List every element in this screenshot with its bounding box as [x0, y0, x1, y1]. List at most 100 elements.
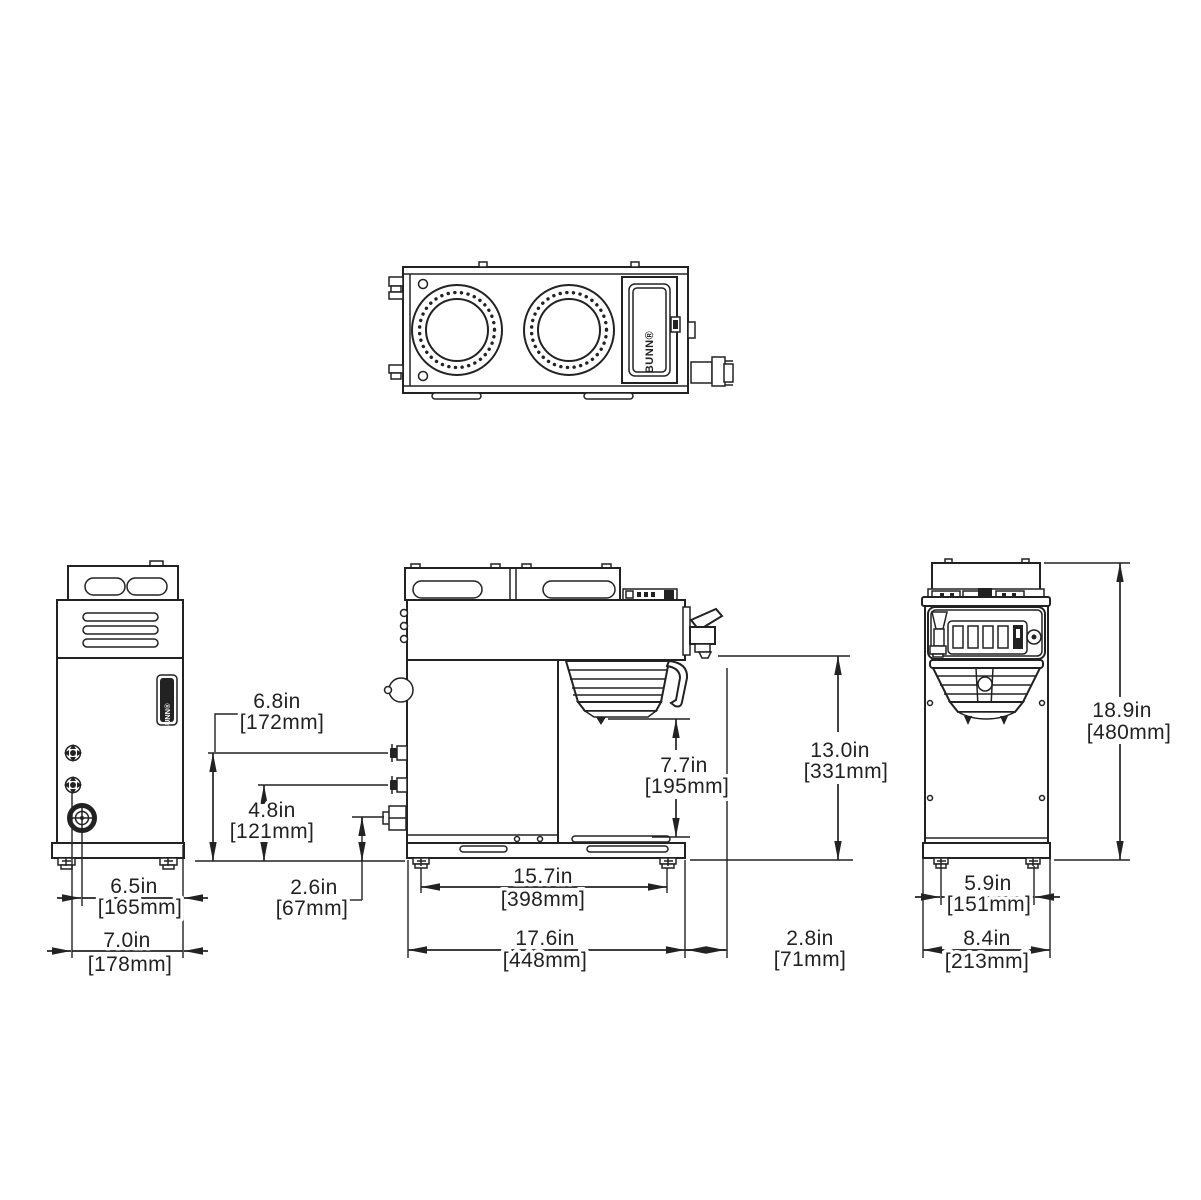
- warmer-switch[interactable]: [967, 625, 979, 649]
- warmer-edge-strip: [927, 588, 1045, 599]
- dim-7-0in-label-in: 7.0in: [103, 929, 151, 952]
- indicator-button[interactable]: [1026, 629, 1042, 645]
- control-panel: [927, 606, 1046, 660]
- dim-7-7in-label-in: 7.7in: [660, 754, 708, 777]
- dim-4-8in-label-in: 4.8in: [248, 799, 296, 822]
- warmer-switch[interactable]: [982, 625, 994, 649]
- warmer-switch[interactable]: [952, 625, 964, 649]
- dim-6-5in-label-mm: [165mm]: [98, 896, 183, 919]
- vent-slots: [82, 612, 159, 648]
- side-fitting-mid: [390, 776, 408, 794]
- side-fitting-large: [382, 805, 407, 831]
- screw: [536, 835, 544, 843]
- bottom-pad: [431, 392, 482, 400]
- warmer-switch[interactable]: [997, 625, 1009, 649]
- lid-strip: [622, 588, 678, 601]
- bottom-left-fitting: [388, 364, 404, 380]
- top-plate: [921, 596, 1051, 607]
- dim-18-9in: 18.9in [480mm]: [1044, 562, 1174, 861]
- faucet-top: [690, 356, 734, 387]
- burner-left: [411, 284, 503, 376]
- dim-6-8in-label-mm: [172mm]: [240, 711, 325, 734]
- dim-2-6in: 2.6in [67mm]: [272, 816, 384, 924]
- dim-18-9in-label-in: 18.9in: [1092, 699, 1152, 722]
- dim-4-8in: 4.8in [121mm]: [226, 784, 388, 861]
- brand-logo-top: BUNN®: [644, 331, 656, 373]
- dim-5-9in-label-in: 5.9in: [964, 872, 1012, 895]
- dim-15-7in-label-mm: [398mm]: [501, 888, 586, 911]
- side-fitting-top: [390, 744, 408, 762]
- rear-base: [51, 842, 185, 859]
- warmer-bump: [542, 580, 616, 599]
- front-view: [921, 558, 1051, 869]
- rear-brand-label: BUNN®: [156, 674, 178, 731]
- inlet-fitting-mid: [64, 776, 82, 794]
- funnel-handle: [665, 659, 689, 708]
- dim-13-0in-label-mm: [331mm]: [804, 760, 889, 783]
- dim-13-0in: 13.0in [331mm]: [690, 655, 891, 861]
- dim-17-6in: 17.6in [448mm]: [407, 860, 686, 976]
- funnel-side: [564, 659, 689, 725]
- cap-bump: [84, 577, 126, 596]
- funnel-spout: [1000, 716, 1008, 725]
- dim-2-8in-label-mm: [71mm]: [774, 948, 846, 971]
- side-view: [382, 563, 724, 869]
- dim-4-8in-label-mm: [121mm]: [230, 820, 315, 843]
- screw: [926, 699, 934, 707]
- dim-7-0in-label-mm: [178mm]: [88, 953, 173, 976]
- dim-2-8in-label-in: 2.8in: [786, 927, 834, 950]
- foot-bolt: [417, 857, 673, 866]
- dim-6-5in: 6.5in [165mm]: [57, 793, 208, 958]
- dim-17-6in-label-in: 17.6in: [515, 927, 575, 950]
- dim-6-8in: 6.8in [172mm]: [208, 687, 388, 861]
- screw-hole: [417, 370, 429, 382]
- right-notch: [687, 321, 696, 339]
- cap-bump: [126, 577, 168, 596]
- side-top-band: [406, 599, 686, 661]
- top-lid-panel: BUNN®: [621, 276, 681, 384]
- brand-logo-rear: BUNN®: [163, 703, 172, 731]
- dim-15-7in: 15.7in [398mm]: [420, 862, 668, 915]
- dim-8-4in-label-mm: [213mm]: [945, 950, 1030, 973]
- front-base: [922, 842, 1051, 859]
- dim-8-4in: 8.4in [213mm]: [922, 858, 1051, 977]
- top-left-fitting: [388, 276, 404, 300]
- dim-7-7in: 7.7in [195mm]: [608, 718, 732, 838]
- top-tab: [630, 261, 640, 268]
- rear-view: BUNN®: [51, 560, 185, 870]
- dim-2-6in-label-in: 2.6in: [290, 876, 338, 899]
- dim-2-8in: 2.8in [71mm]: [685, 668, 849, 975]
- top-tab: [478, 261, 488, 268]
- dim-13-0in-label-in: 13.0in: [810, 739, 870, 762]
- warmer-bump: [412, 580, 483, 599]
- dim-5-9in-label-mm: [151mm]: [947, 893, 1032, 916]
- dim-8-4in-label-in: 8.4in: [963, 927, 1011, 950]
- water-inlet-fitting: [67, 803, 97, 833]
- top-view: BUNN®: [388, 261, 734, 400]
- funnel-front: [929, 659, 1044, 725]
- dim-6-8in-label-in: 6.8in: [253, 690, 301, 713]
- foot-bolt: [62, 857, 173, 866]
- burner-right: [523, 284, 615, 376]
- faucet-spout: [697, 651, 713, 659]
- screw-hole: [417, 278, 429, 290]
- dim-5-9in: 5.9in [151mm]: [915, 866, 1060, 920]
- dimensions: 6.8in [172mm] 4.8in [121mm] 2.6in [67mm]: [47, 562, 1174, 980]
- dim-6-5in-label-in: 6.5in: [110, 875, 158, 898]
- dim-18-9in-label-mm: [480mm]: [1087, 721, 1172, 744]
- screw: [1038, 699, 1046, 707]
- dim-7-0in: 7.0in [178mm]: [47, 926, 208, 980]
- dim-7-7in-label-mm: [195mm]: [645, 775, 730, 798]
- bottom-pad: [583, 392, 634, 400]
- screw: [1038, 794, 1046, 802]
- screw: [926, 794, 934, 802]
- funnel-spout: [964, 716, 972, 725]
- dim-17-6in-label-mm: [448mm]: [503, 949, 588, 972]
- side-knob: [383, 677, 414, 703]
- screw: [513, 835, 521, 843]
- faucet-side: [682, 606, 724, 659]
- side-lower-body: [406, 659, 559, 844]
- dim-15-7in-label-in: 15.7in: [513, 865, 573, 888]
- foot-bolt: [937, 857, 1038, 866]
